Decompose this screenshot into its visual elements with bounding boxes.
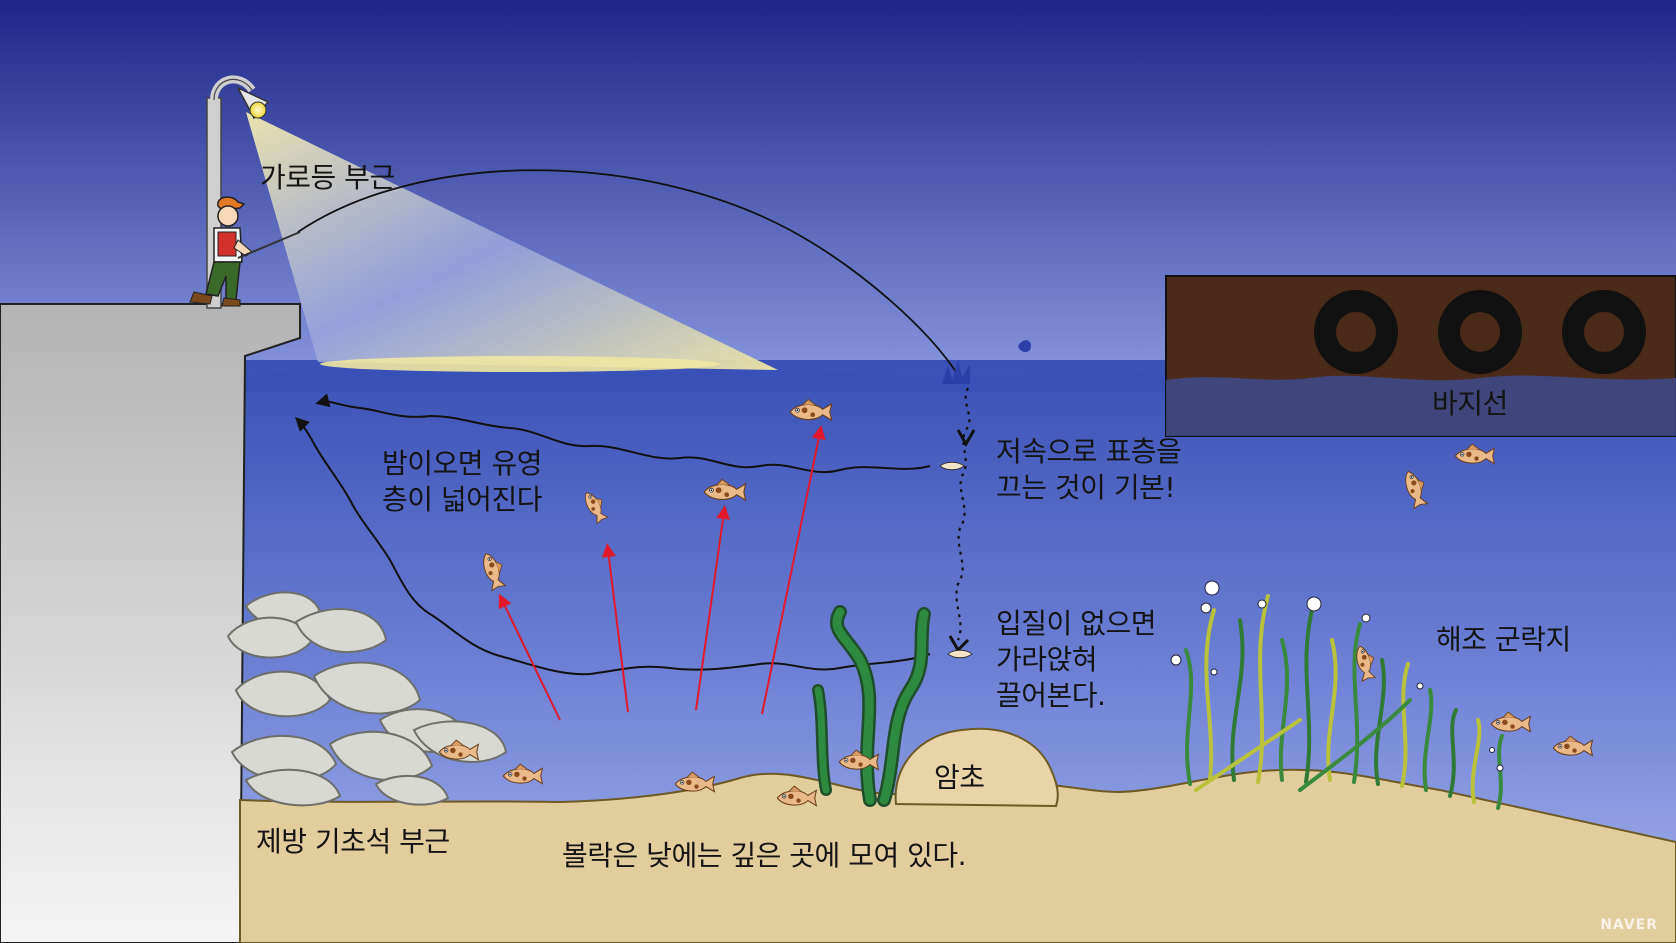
reef-rock — [894, 727, 1059, 808]
bubbles — [1170, 580, 1504, 772]
rising-arrows — [498, 425, 826, 721]
surface-retrieve-label: 저속으로 표층을 끄는 것이 기본! — [996, 434, 1182, 506]
splash-drop — [1018, 340, 1031, 353]
seaweed-colony — [1184, 594, 1504, 810]
lure-upper — [939, 461, 965, 471]
tire-fender — [1314, 290, 1646, 374]
night-layer-label: 밤이오면 유영 층이 넓어진다 — [382, 446, 542, 518]
seaweed-colony-label: 해조 군락지 — [1436, 623, 1571, 656]
breakwater-rocks — [226, 591, 508, 807]
lure-sink-path — [955, 387, 971, 641]
breakwater-pier — [0, 303, 301, 943]
sink-retrieve-line-3: 끌어본다. — [996, 679, 1106, 712]
reef-label: 암초 — [934, 761, 985, 794]
lower-retrieve-path — [295, 417, 931, 676]
sink-retrieve-line-2: 가라앉혀 — [996, 643, 1098, 676]
barge — [1165, 275, 1676, 437]
naver-watermark: NAVER — [1600, 917, 1658, 933]
sink-retrieve-label: 입질이 없으면 가라앉혀 끌어본다. — [996, 606, 1156, 714]
surface-retrieve-line-1: 저속으로 표층을 — [996, 435, 1182, 468]
upper-retrieve-path — [315, 393, 931, 474]
splash — [942, 360, 970, 384]
barge-label: 바지선 — [1432, 387, 1508, 420]
light-pool — [320, 356, 720, 372]
surface-retrieve-line-2: 끄는 것이 기본! — [996, 471, 1176, 504]
streetlight-beam — [246, 112, 778, 370]
daytime-note-label: 볼락은 낮에는 깊은 곳에 모여 있다. — [562, 839, 967, 872]
lure-surface-arrow — [956, 429, 976, 448]
streetlight-label: 가로등 부근 — [260, 161, 395, 194]
breakwater-base-label: 제방 기초석 부근 — [256, 825, 450, 858]
sink-retrieve-line-1: 입질이 없으면 — [996, 607, 1156, 640]
night-layer-line-1: 밤이오면 유영 — [382, 447, 542, 480]
fishing-line — [297, 169, 961, 379]
night-layer-line-2: 층이 넓어진다 — [382, 483, 542, 516]
lure-lower — [947, 649, 973, 659]
angler — [189, 196, 301, 307]
